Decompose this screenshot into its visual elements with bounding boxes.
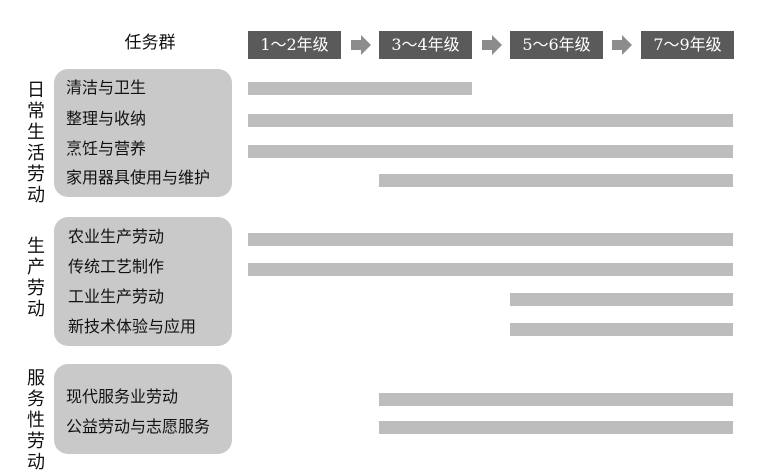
grade-range-bar [248, 82, 472, 95]
right-arrow-icon [612, 35, 632, 55]
task-label: 家用器具使用与维护 [66, 168, 211, 187]
task-label: 传统工艺制作 [68, 257, 165, 276]
category-box [54, 217, 232, 346]
task-label: 工业生产劳动 [68, 287, 165, 306]
grade-range-bar [510, 293, 733, 306]
category-label: 生产劳动 [27, 236, 45, 320]
grade-range-bar [510, 323, 733, 336]
task-label: 现代服务业劳动 [66, 387, 179, 406]
grade-range-bar [248, 145, 733, 158]
grade-range-bar [379, 393, 733, 406]
grade-stage-4: 7～9年级 [641, 31, 734, 59]
grade-stage-2: 3～4年级 [379, 31, 472, 59]
grade-range-bar [248, 114, 733, 127]
grade-stage-3: 5～6年级 [510, 31, 603, 59]
task-label: 公益劳动与志愿服务 [66, 417, 211, 436]
grade-range-bar [379, 421, 733, 434]
grade-range-bar [248, 233, 733, 246]
task-group-header: 任务群 [124, 33, 176, 53]
category-label: 日常生活劳动 [27, 80, 45, 206]
task-label: 整理与收纳 [66, 109, 147, 128]
task-label: 烹饪与营养 [66, 139, 147, 158]
category-label: 服务性劳动 [27, 368, 45, 473]
right-arrow-icon [482, 35, 502, 55]
task-label: 农业生产劳动 [68, 227, 165, 246]
grade-range-bar [248, 263, 733, 276]
category-box [54, 69, 232, 197]
grade-stage-1: 1～2年级 [248, 31, 341, 59]
task-label: 清洁与卫生 [66, 78, 147, 97]
grade-range-bar [379, 174, 733, 187]
category-box [54, 364, 232, 454]
task-label: 新技术体验与应用 [68, 317, 197, 336]
right-arrow-icon [351, 35, 371, 55]
